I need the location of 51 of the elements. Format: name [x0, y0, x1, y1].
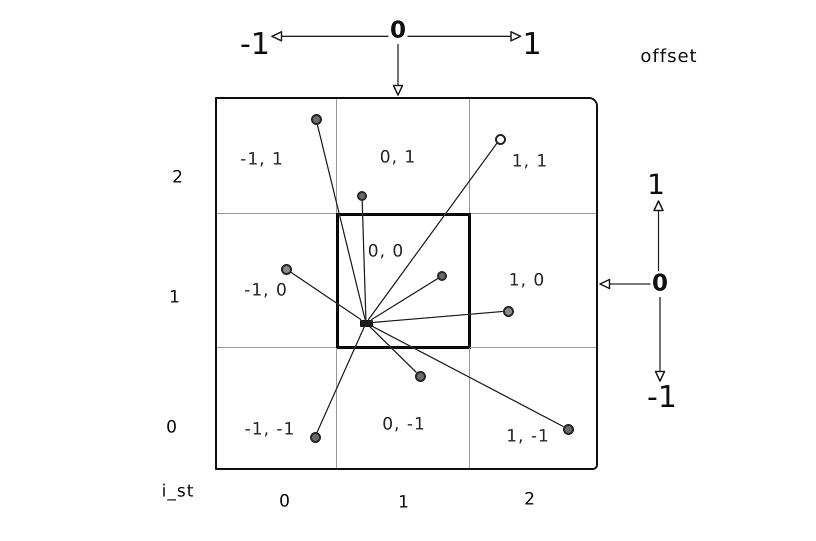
row-index-label: 2: [172, 170, 184, 186]
center-marker-icon: [360, 320, 372, 326]
row-index-label: 1: [169, 290, 181, 306]
coordinate-label: -1, -1: [244, 422, 296, 438]
connector-line: [368, 142, 498, 320]
coordinate-label: 1, 1: [512, 154, 548, 170]
coordinate-label: 0, -1: [382, 416, 426, 434]
column-index-label: 2: [524, 492, 536, 508]
center-cell: [336, 213, 471, 349]
connector-line: [362, 200, 367, 320]
column-index-label: 0: [279, 494, 291, 510]
grid-frame: [215, 97, 598, 470]
column-index-label: 1: [398, 494, 410, 512]
offset-value: 1: [647, 171, 665, 199]
offset-value: -1: [647, 383, 677, 413]
sample-point-icon: [357, 191, 367, 201]
connector-line: [316, 326, 366, 433]
coordinate-label: 1, -1: [506, 428, 550, 446]
sample-point-icon: [494, 134, 506, 144]
coordinate-label: 0, 0: [368, 244, 404, 260]
connector-line: [316, 124, 366, 320]
axis-title: i_st: [162, 484, 194, 500]
sample-point-icon: [562, 424, 574, 434]
sample-point-icon: [437, 271, 447, 281]
connector-line: [368, 326, 417, 373]
axis-title: offset: [640, 48, 698, 66]
offset-value: -1: [240, 30, 270, 60]
sample-point-icon: [414, 370, 426, 382]
coordinate-label: 1, 0: [508, 272, 546, 290]
offset-value: 0: [652, 272, 668, 296]
sample-point-icon: [502, 306, 514, 316]
offset-value: 1: [522, 30, 542, 60]
offset-value: 0: [390, 20, 406, 42]
arrow: [599, 278, 651, 290]
arrow: [392, 44, 404, 96]
coordinate-label: 0, 1: [380, 150, 416, 166]
connector-line: [371, 278, 438, 320]
row-index-label: 0: [166, 420, 178, 436]
arrow: [654, 296, 666, 382]
sample-point-icon: [280, 264, 292, 274]
connector-line: [290, 271, 362, 320]
sample-point-icon: [310, 114, 322, 124]
arrow: [271, 31, 389, 42]
coordinate-label: -1, 1: [240, 152, 284, 168]
grid-cell: [217, 99, 337, 214]
sample-point-icon: [310, 432, 320, 442]
connector-line: [372, 310, 504, 324]
arrow: [653, 200, 664, 272]
arrow: [407, 31, 522, 42]
coordinate-label: -1, 0: [244, 282, 288, 300]
connector-line: [372, 326, 564, 428]
